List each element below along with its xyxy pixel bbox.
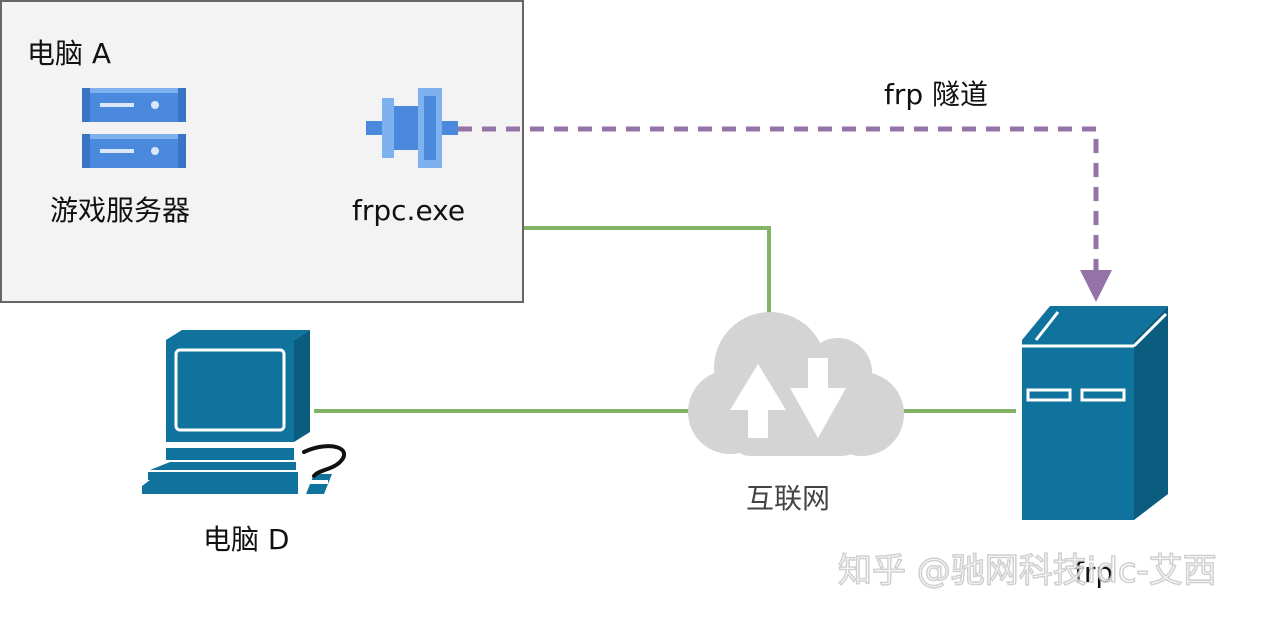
server-rack-icon <box>82 88 186 168</box>
download-arrow-icon <box>790 358 846 438</box>
tower-server-icon <box>1022 306 1168 520</box>
question-mark-doodle <box>302 444 347 478</box>
frpc-adapter-icon <box>366 88 458 168</box>
frpc-label: frpc.exe <box>352 194 465 227</box>
internet-label: 互联网 <box>746 482 830 515</box>
upload-arrow-icon <box>730 364 786 438</box>
frp-tunnel-label: frp 隧道 <box>884 78 988 111</box>
watermark-text: 知乎 @驰网科技idc-艾西 <box>838 551 1217 591</box>
frp-tunnel-line <box>458 126 1099 272</box>
computer-a-label: 电脑 A <box>27 37 111 70</box>
tunnel-arrow-head <box>1080 270 1112 302</box>
desktop-computer-icon <box>142 330 332 494</box>
computer-d-label: 电脑 D <box>203 523 289 556</box>
game-server-label: 游戏服务器 <box>50 194 190 227</box>
cloud-icon <box>688 312 904 456</box>
frp-server-label: frp <box>1074 556 1113 589</box>
link-computer-a-internet <box>524 226 771 318</box>
